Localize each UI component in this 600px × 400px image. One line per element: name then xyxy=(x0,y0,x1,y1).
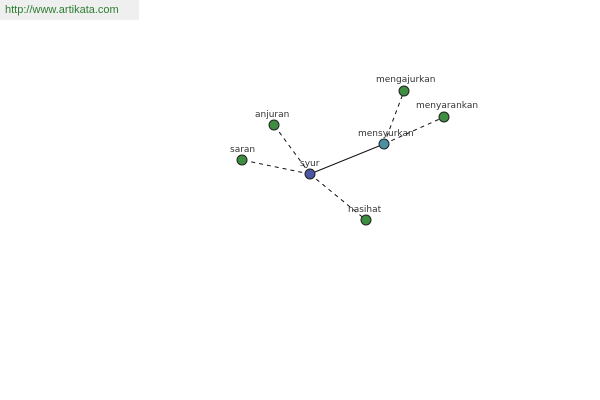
edge-mensyurkan-mengajurkan xyxy=(383,90,405,145)
node-label-nasihat[interactable]: nasihat xyxy=(348,205,382,215)
edge-syur-saran xyxy=(241,159,311,175)
node-menyarankan[interactable] xyxy=(438,111,450,123)
node-label-menyarankan[interactable]: menyarankan xyxy=(416,101,478,111)
edges-layer xyxy=(241,90,445,221)
node-syur[interactable] xyxy=(304,168,316,180)
node-label-saran[interactable]: saran xyxy=(230,145,255,155)
node-label-syur[interactable]: syur xyxy=(300,159,320,169)
labels-layer: syur mensyurkan mengajurkan menyarankan anju… xyxy=(230,75,478,215)
edge-syur-anjuran xyxy=(273,124,311,175)
node-label-mensyurkan[interactable]: mensyurkan xyxy=(358,129,414,139)
nodes-layer xyxy=(236,85,450,226)
node-mengajurkan[interactable] xyxy=(398,85,410,97)
node-label-anjuran[interactable]: anjuran xyxy=(255,110,289,120)
node-nasihat[interactable] xyxy=(360,214,372,226)
node-label-mengajurkan[interactable]: mengajurkan xyxy=(376,75,435,85)
edge-syur-mensyurkan xyxy=(309,143,385,175)
node-mensyurkan[interactable] xyxy=(378,138,390,150)
node-saran[interactable] xyxy=(236,154,248,166)
edge-mensyurkan-menyarankan xyxy=(383,116,445,145)
node-anjuran[interactable] xyxy=(268,119,280,131)
source-url-banner[interactable]: http://www.artikata.com xyxy=(0,0,139,20)
